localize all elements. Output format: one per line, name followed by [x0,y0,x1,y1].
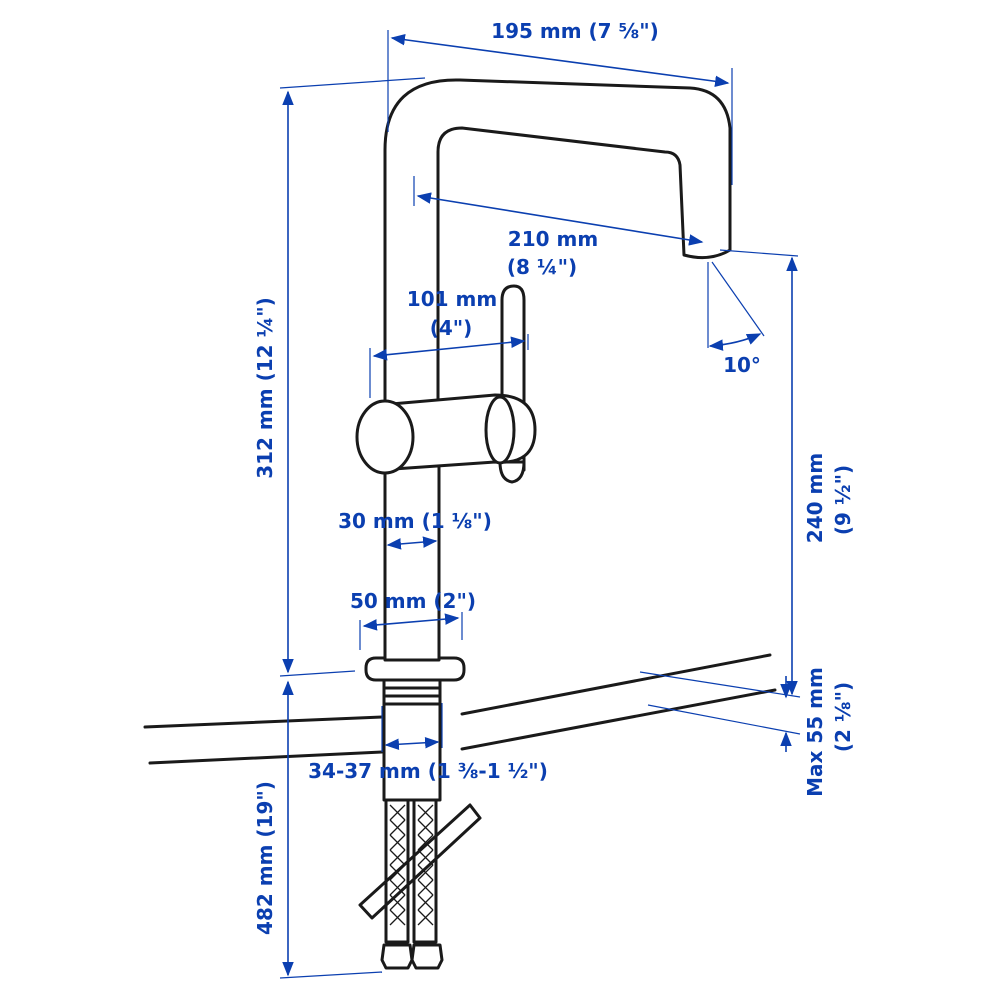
label-max-thickness-mm: Max 55 mm [803,667,827,797]
label-total-height: 312 mm (12 ¼") [253,297,277,479]
ext-240-bottom [639,671,801,698]
label-spout-height-in: (9 ½") [831,465,855,535]
label-spout-reach-mm: 210 mm [508,227,598,251]
shank-body [382,670,442,802]
dim-line-lever [372,336,526,361]
label-base-diameter: 50 mm (2") [350,589,476,613]
label-spout-height-mm: 240 mm [803,453,827,543]
base-ring [364,656,466,682]
dim-line-body [386,536,438,550]
ext-240-top [719,249,799,257]
dim-line-base [362,613,460,631]
ext-482-bottom [279,971,383,979]
hose-right-nut [410,943,444,970]
countertop-top-edge [143,653,772,729]
hose-left-nut [380,943,414,970]
dimension-lines [279,30,801,979]
dim-line-spout-reach [416,192,704,246]
label-hole-diameter: 34-37 mm (1 ⅜-1 ½") [308,759,548,783]
label-spout-width: 195 mm (7 ⅝") [491,19,659,43]
housing-cap [355,399,415,475]
angle-ref-slanted [711,261,765,337]
label-lever-mm: 101 mm [407,287,497,311]
dim-line-hole [384,736,440,751]
label-hose-length: 482 mm (19") [253,781,277,935]
mounting-plate [358,803,482,920]
hose-right-braid [417,804,434,926]
ext-55-bottom [647,704,801,735]
lever-tip [498,460,526,484]
threaded-shank [382,670,442,802]
faucet-body [383,458,441,662]
ext-312-top [279,77,426,89]
ext-312-bottom [279,670,356,677]
mounting-bracket [358,803,482,920]
dim-line-spout-width [390,34,730,87]
dimension-labels: 195 mm (7 ⅝") 210 mm (8 ¼") 101 mm (4") … [253,19,855,935]
dim-arc-angle [708,333,762,351]
label-body-diameter: 30 mm (1 ⅛") [338,509,492,533]
faucet-illustration [143,78,777,970]
countertop-bottom-edge [148,688,777,765]
label-lever-in: (4") [430,316,473,340]
label-max-thickness-in: (2 ⅛") [831,682,855,752]
label-spout-reach-in: (8 ¼") [507,255,577,279]
label-angle: 10° [723,353,761,377]
countertop [143,653,777,765]
housing-collar [484,395,516,465]
